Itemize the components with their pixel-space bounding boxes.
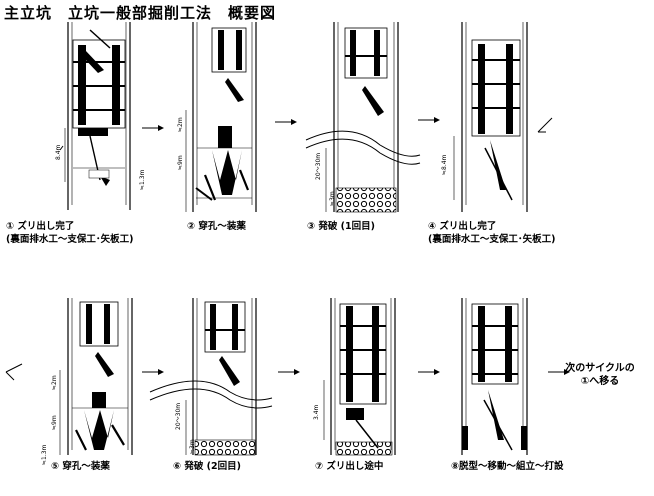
step-7-label: ⑦ ズリ出し途中: [315, 461, 384, 472]
page-title: 主立坑 立坑一般部掘削工法 概要図: [4, 4, 277, 22]
step-4-sublabel: (裏面排水工～支保工･矢板工): [428, 234, 556, 245]
step-2-label: ② 穿孔～装薬: [187, 221, 246, 232]
next-cycle-line2: ①へ移る: [580, 376, 620, 387]
step-3-label: ③ 発破 (1回目): [307, 221, 375, 232]
next-cycle-line1: 次のサイクルの: [565, 363, 635, 374]
step-5-label: ⑤ 穿孔～装薬: [51, 461, 110, 472]
step-8-label: ⑧脱型～移動～組立～打設: [451, 461, 564, 472]
dim-label: 20～30m: [175, 403, 182, 430]
dim-label: 8.4m: [55, 144, 62, 160]
dim-label: ≒3m: [329, 191, 336, 206]
next-cycle-note: 次のサイクルの ①へ移る: [548, 362, 652, 388]
step-6-label: ⑥ 発破 (2回目): [173, 461, 241, 472]
flow-arrow: [142, 369, 164, 375]
shaft-panel-7: [323, 298, 396, 456]
dim-label: 20～30m: [315, 153, 322, 180]
flow-arrow: [275, 119, 297, 125]
shaft-panel-8: [461, 298, 528, 455]
dim-label: ≒2m: [51, 375, 58, 390]
shaft-panel-3: [305, 22, 421, 213]
shaft-panel-2: [185, 22, 257, 212]
dim-label: ≒1.3m: [139, 169, 146, 190]
dim-label: ≒3m: [189, 439, 196, 454]
flow-arrow: [548, 369, 570, 375]
step-4-label: ④ ズリ出し完了: [428, 221, 497, 232]
flow-arrow: [278, 369, 300, 375]
dim-label: ≒1.3m: [41, 444, 48, 465]
step-1-sublabel: (裏面排水工～支保工･矢板工): [6, 234, 134, 245]
flow-arrow: [418, 117, 440, 123]
dim-label: ≒8.4m: [441, 154, 448, 175]
shaft-panel-5: [59, 298, 133, 455]
dim-label: ≒9m: [51, 415, 58, 430]
flow-arrow: [142, 125, 164, 131]
shaft-panel-4: [453, 22, 528, 212]
shaft-panel-6: [149, 298, 273, 456]
wrap-arrow: [5, 363, 23, 381]
wrap-arrow: [537, 117, 553, 133]
shaft-panel-1: [59, 22, 131, 210]
flow-arrow: [418, 369, 440, 375]
step-1-label: ① ズリ出し完了: [6, 221, 75, 232]
dim-label: ≒9m: [177, 155, 184, 170]
dim-label: ≒2m: [177, 117, 184, 132]
dim-label: 3.4m: [313, 404, 320, 420]
